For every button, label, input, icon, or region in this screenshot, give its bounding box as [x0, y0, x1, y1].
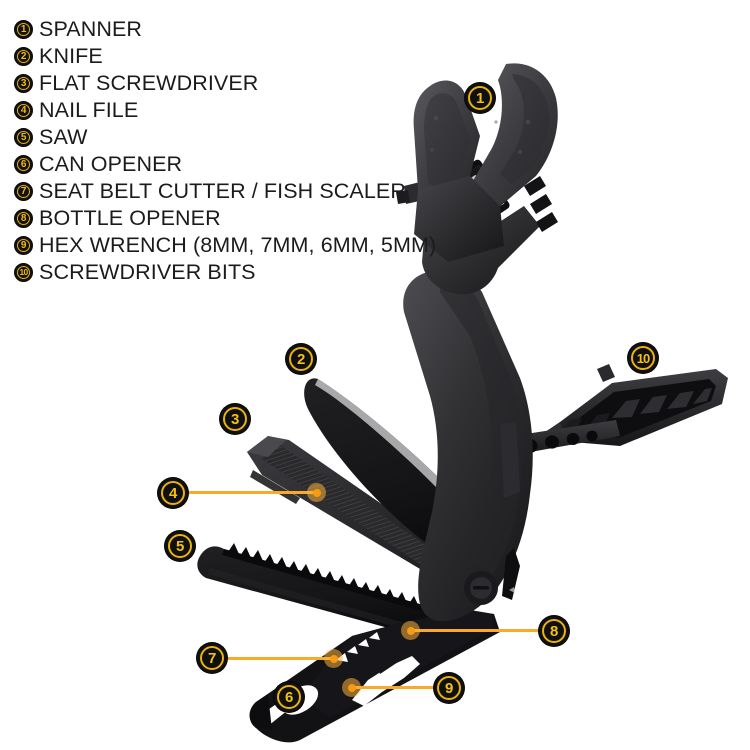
- pry-bar-tool: [249, 610, 500, 743]
- legend-label-flat-screwdriver: FLAT SCREWDRIVER: [39, 71, 259, 95]
- legend-badge-number: 3: [20, 77, 27, 89]
- callout-number: 8: [550, 622, 558, 640]
- leader-dot-7: [324, 649, 343, 668]
- tool-handle: [403, 270, 533, 622]
- callout-number: 7: [208, 649, 216, 667]
- wrench-jaws: [413, 63, 558, 262]
- legend-badge-number: 9: [20, 239, 27, 251]
- legend-item-hex-wrench: 9 HEX WRENCH (8MM, 7MM, 6MM, 5MM): [14, 232, 454, 259]
- leader-dot-4: [307, 483, 326, 502]
- legend-item-screwdriver-bits: 10 SCREWDRIVER BITS: [14, 259, 454, 286]
- legend-badge-8: 8: [14, 209, 33, 228]
- legend-badge-number: 8: [20, 212, 27, 224]
- legend-label-seat-belt-cutter: SEAT BELT CUTTER / FISH SCALER: [39, 179, 406, 203]
- saw-blade: [197, 543, 448, 640]
- callout-marker-screwdriver-bits[interactable]: 10: [628, 343, 658, 373]
- legend-label-can-opener: CAN OPENER: [39, 152, 183, 176]
- callout-marker-saw[interactable]: 5: [165, 531, 195, 561]
- callout-number: 5: [176, 537, 184, 555]
- leader-dot-9: [342, 678, 361, 697]
- callout-marker-hex-wrench[interactable]: 9: [434, 673, 464, 703]
- legend-badge-number: 1: [20, 23, 27, 35]
- legend-badge-number: 6: [20, 158, 27, 170]
- callout-marker-flat-screwdriver[interactable]: 3: [220, 404, 250, 434]
- legend-label-spanner: SPANNER: [39, 17, 143, 41]
- callout-marker-bottle-opener[interactable]: 8: [539, 616, 569, 646]
- legend-item-bottle-opener: 8 BOTTLE OPENER: [14, 205, 454, 232]
- legend-item-can-opener: 6 CAN OPENER: [14, 151, 454, 178]
- leader-dot-8: [401, 621, 420, 640]
- leader-line-4: [188, 491, 318, 494]
- leader-line-7: [227, 657, 337, 660]
- nail-file-blade: [247, 436, 470, 588]
- legend-badge-number: 10: [19, 267, 29, 278]
- callout-number: 2: [297, 350, 305, 368]
- legend-item-knife: 2 KNIFE: [14, 43, 454, 70]
- callout-number: 4: [169, 484, 177, 502]
- legend-badge-7: 7: [14, 182, 33, 201]
- leader-line-8: [409, 629, 545, 632]
- callout-number: 3: [231, 410, 239, 428]
- legend-item-flat-screwdriver: 3 FLAT SCREWDRIVER: [14, 70, 454, 97]
- legend-badge-2: 2: [14, 47, 33, 66]
- callout-marker-seat-belt-cutter[interactable]: 7: [197, 643, 227, 673]
- legend-label-bottle-opener: BOTTLE OPENER: [39, 206, 221, 230]
- legend-badge-number: 5: [20, 131, 27, 143]
- leader-line-9: [352, 686, 442, 689]
- legend-label-saw: SAW: [39, 125, 88, 149]
- pivot-screw: [464, 571, 498, 605]
- legend-list: 1 SPANNER 2 KNIFE 3 FLAT SCREWDRIVER 4 N…: [14, 16, 454, 286]
- legend-item-spanner: 1 SPANNER: [14, 16, 454, 43]
- callout-marker-knife[interactable]: 2: [286, 344, 316, 374]
- legend-label-nail-file: NAIL FILE: [39, 98, 139, 122]
- callout-number: 1: [476, 89, 484, 107]
- callout-marker-spanner[interactable]: 1: [465, 83, 495, 113]
- callout-marker-nail-file[interactable]: 4: [158, 478, 188, 508]
- callout-number: 10: [636, 350, 650, 366]
- legend-badge-9: 9: [14, 236, 33, 255]
- legend-label-hex-wrench: HEX WRENCH (8MM, 7MM, 6MM, 5MM): [39, 233, 437, 257]
- legend-label-screwdriver-bits: SCREWDRIVER BITS: [39, 260, 256, 284]
- legend-item-seat-belt-cutter: 7 SEAT BELT CUTTER / FISH SCALER: [14, 178, 454, 205]
- legend-item-saw: 5 SAW: [14, 124, 454, 151]
- callout-number: 9: [445, 679, 453, 697]
- legend-badge-6: 6: [14, 155, 33, 174]
- legend-item-nail-file: 4 NAIL FILE: [14, 97, 454, 124]
- legend-badge-5: 5: [14, 128, 33, 147]
- callout-number: 6: [285, 688, 293, 706]
- legend-badge-10: 10: [14, 263, 33, 282]
- legend-label-knife: KNIFE: [39, 44, 103, 68]
- legend-badge-1: 1: [14, 20, 33, 39]
- legend-badge-4: 4: [14, 101, 33, 120]
- legend-badge-number: 7: [20, 185, 27, 197]
- legend-badge-number: 4: [20, 104, 27, 116]
- legend-badge-3: 3: [14, 74, 33, 93]
- legend-badge-number: 2: [20, 50, 27, 62]
- callout-marker-can-opener[interactable]: 6: [274, 682, 304, 712]
